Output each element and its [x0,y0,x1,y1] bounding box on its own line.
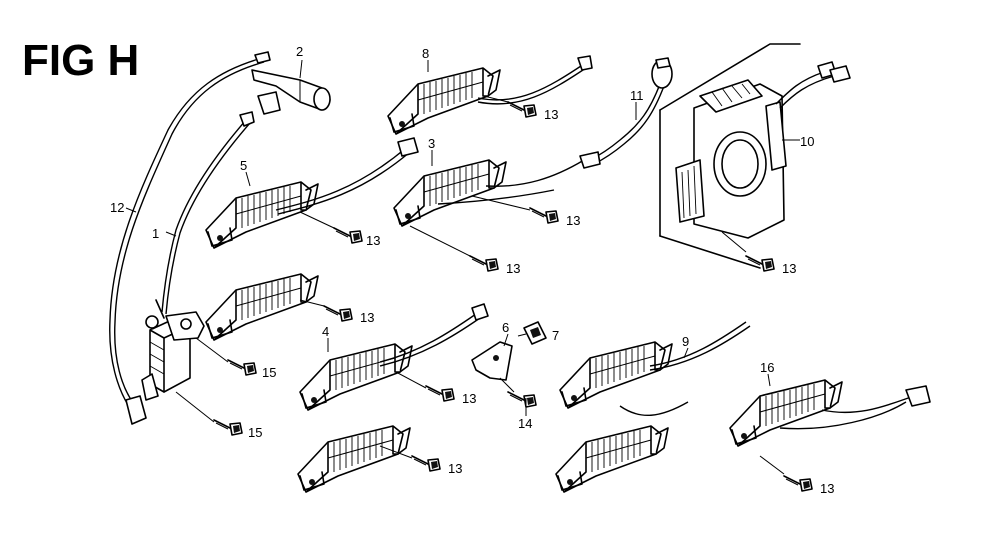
callout-6: 6 [502,320,509,335]
callout-14: 14 [518,416,532,431]
clip-7 [523,321,547,345]
callout-13-b: 13 [566,213,580,228]
charge-coil-9-lower [555,425,669,493]
callout-13-a: 13 [544,107,558,122]
callout-4: 4 [322,324,329,339]
callout-13-c: 13 [366,233,380,248]
callout-5: 5 [240,158,247,173]
figure-title: FIG H [22,36,139,85]
callout-9: 9 [682,334,689,349]
callout-7: 7 [552,328,559,343]
callout-2: 2 [296,44,303,59]
callout-13-d: 13 [506,261,520,276]
callout-13-f: 13 [462,391,476,406]
bracket-6 [471,341,513,381]
callout-11: 11 [630,88,644,103]
callout-1: 1 [152,226,159,241]
charge-coil-5 [205,137,419,249]
callout-8: 8 [422,46,429,61]
callout-12: 12 [110,200,124,215]
charge-coil-3 [393,159,585,227]
callout-15-a: 15 [262,365,276,380]
callout-13-i: 13 [820,481,834,496]
ignition-coil-assembly [109,51,331,436]
callout-labels: 1 2 3 4 5 6 7 8 9 10 11 12 13 13 13 13 1… [110,44,834,496]
charge-coil-lower-middle [297,425,411,493]
stator-10 [659,43,851,269]
callout-10: 10 [800,134,814,149]
callout-15-b: 15 [248,425,262,440]
callout-13-e: 13 [360,310,374,325]
connector-lead-11 [579,57,673,169]
callout-13-h: 13 [782,261,796,276]
charge-coil-8 [387,55,593,135]
callout-13-g: 13 [448,461,462,476]
charge-coil-9 [559,321,751,409]
leader-lines [125,59,800,416]
charge-coil-4 [299,303,489,411]
charge-coil-16 [729,379,931,447]
callout-3: 3 [428,136,435,151]
charge-coil-lower-left [205,273,319,341]
callout-16: 16 [760,360,774,375]
